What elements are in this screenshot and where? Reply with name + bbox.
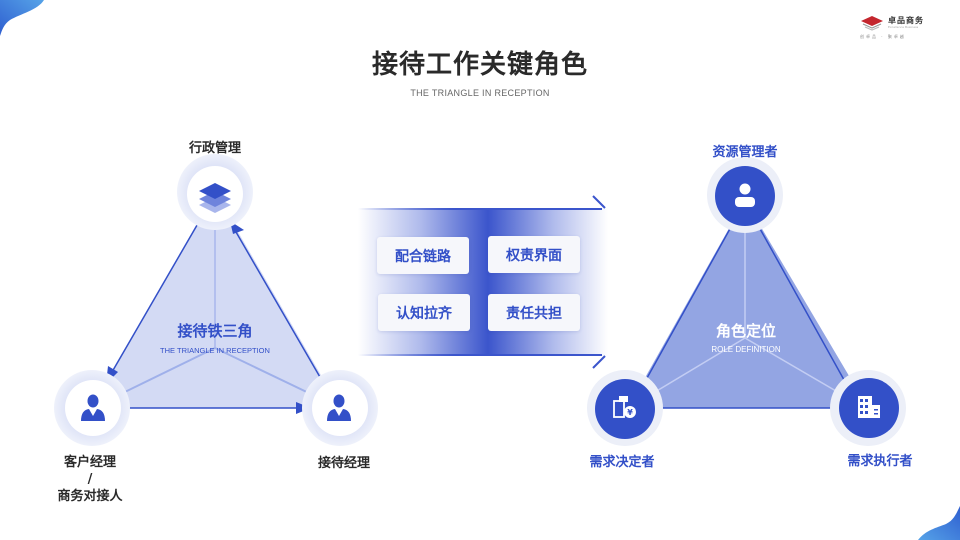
node-demand-executor bbox=[830, 370, 906, 446]
layers-stack-icon bbox=[199, 183, 231, 213]
band-top-line bbox=[358, 208, 602, 210]
label-demand-executor: 需求执行者 bbox=[847, 454, 913, 469]
right-triangle: ¥ bbox=[587, 157, 906, 446]
brand-logo: 卓品商务 Excellence Business 创卓品 · 聚卓越 bbox=[858, 12, 950, 42]
label-demand-decider: 需求决定者 bbox=[589, 455, 655, 470]
logo-name: 卓品商务 bbox=[888, 16, 924, 25]
label-resource-manager: 资源管理者 bbox=[712, 145, 778, 160]
svg-text:¥: ¥ bbox=[627, 408, 633, 417]
logo-name-en: Excellence Business bbox=[888, 25, 919, 29]
page-title: 接待工作关键角色 bbox=[371, 50, 588, 80]
chip-responsibility-interface: 权责界面 bbox=[488, 236, 580, 273]
label-reception-manager: 接待经理 bbox=[317, 456, 370, 471]
business-person-icon bbox=[81, 394, 105, 421]
edge-right-to-top bbox=[235, 231, 325, 385]
layered-diamond-logo-icon bbox=[861, 16, 883, 31]
band-arrow-top-tip bbox=[592, 195, 606, 209]
band-bottom-line bbox=[358, 354, 602, 356]
chip-cognitive-alignment: 认知拉齐 bbox=[378, 294, 470, 331]
corner-wave-bottom-right bbox=[918, 506, 960, 540]
page-subtitle: THE TRIANGLE IN RECEPTION bbox=[410, 88, 550, 98]
money-document-icon: ¥ bbox=[613, 396, 636, 418]
user-icon bbox=[735, 183, 755, 207]
chip-coordination-link: 配合链路 bbox=[377, 237, 469, 274]
right-center-subtitle: ROLE DEFINITION bbox=[711, 345, 781, 354]
right-center-title: 角色定位 bbox=[715, 322, 776, 340]
right-spoke-left bbox=[649, 337, 746, 396]
right-triangle-fill bbox=[628, 200, 868, 408]
logo-tagline: 创卓品 · 聚卓越 bbox=[860, 34, 906, 39]
node-resource-manager bbox=[707, 157, 783, 233]
edge-top-to-left bbox=[111, 219, 201, 373]
node-demand-decider: ¥ bbox=[587, 370, 663, 446]
left-center-title: 接待铁三角 bbox=[177, 322, 253, 340]
chip-shared-responsibility: 责任共担 bbox=[488, 294, 580, 331]
middle-arrow-band: 配合链路 权责界面 认知拉齐 责任共担 bbox=[358, 208, 608, 356]
office-building-icon bbox=[858, 396, 880, 418]
business-person-icon bbox=[327, 394, 351, 421]
label-account-manager: 客户经理 / 商务对接人 bbox=[57, 455, 123, 504]
node-reception-manager bbox=[302, 370, 378, 446]
node-admin bbox=[177, 154, 253, 230]
left-center-subtitle: THE TRIANGLE IN RECEPTION bbox=[160, 346, 270, 355]
node-account-manager bbox=[54, 370, 130, 446]
left-triangle bbox=[54, 154, 378, 446]
label-admin: 行政管理 bbox=[188, 141, 241, 156]
right-spoke-right bbox=[744, 337, 849, 399]
corner-wave-top-left bbox=[0, 0, 44, 36]
band-arrow-bottom-tip bbox=[592, 355, 606, 369]
